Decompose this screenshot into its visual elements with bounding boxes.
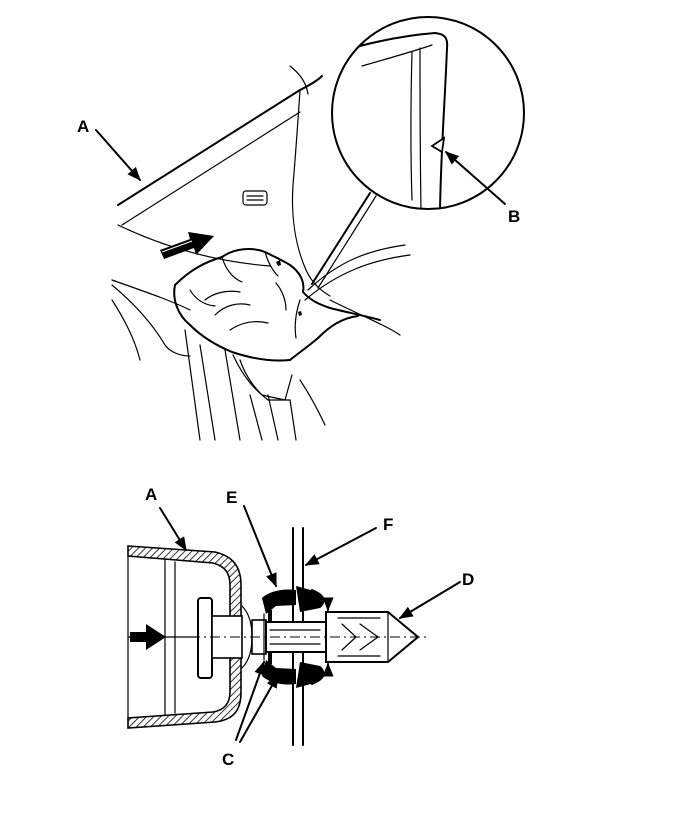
leader-b xyxy=(444,151,506,205)
leader-d xyxy=(398,581,461,619)
label-d: D xyxy=(462,570,474,589)
leader-a-bottom xyxy=(159,507,187,552)
push-arrow-bottom xyxy=(130,624,166,650)
label-f: F xyxy=(383,515,393,534)
trim-panel xyxy=(117,65,331,297)
push-direction-arrow xyxy=(160,232,214,259)
top-figure: A B xyxy=(77,16,525,441)
vent-emblem xyxy=(242,190,268,206)
rotate-arrow-top xyxy=(311,589,334,612)
label-b: B xyxy=(508,207,520,226)
hand-illustration xyxy=(173,248,381,401)
panel-section xyxy=(127,545,242,729)
label-a-bottom: A xyxy=(145,485,157,504)
zoom-detail xyxy=(311,16,525,289)
leader-f xyxy=(304,527,377,566)
lower-structure xyxy=(111,244,411,441)
rotate-arrow-bottom xyxy=(311,662,334,685)
leader-c-1 xyxy=(235,660,266,741)
leader-c-2 xyxy=(239,673,279,743)
leader-e xyxy=(243,505,277,588)
leader-a-top xyxy=(95,129,141,182)
label-e: E xyxy=(226,488,237,507)
label-c: C xyxy=(222,750,234,769)
bottom-figure: A E F D C xyxy=(127,485,474,769)
label-a-top: A xyxy=(77,117,89,136)
